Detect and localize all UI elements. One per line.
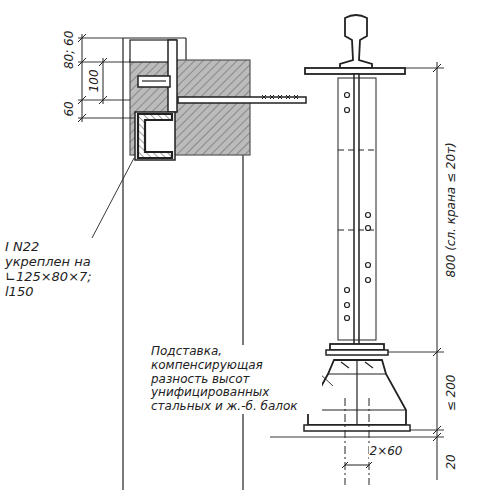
beam-web xyxy=(354,74,359,346)
stiffener-plate xyxy=(338,78,376,340)
column-edge xyxy=(122,38,123,490)
top-flange xyxy=(305,68,405,74)
dimension-text: 60 xyxy=(63,100,77,117)
bolt-slot xyxy=(138,76,170,87)
base-plate xyxy=(304,425,410,431)
dimension-text: 100 xyxy=(87,69,101,94)
bottom-flange xyxy=(330,344,384,350)
column-top xyxy=(123,37,186,38)
beam-note: I N22 укреплен на ∟125×80×7; l150 xyxy=(4,240,106,300)
dimension-text: 800 (сл. крана ≤ 20т) xyxy=(445,141,459,278)
column-face xyxy=(242,155,243,490)
leader-line xyxy=(92,158,134,238)
dimension-text: ≤ 200 xyxy=(445,374,459,413)
support-block xyxy=(308,360,406,425)
rail xyxy=(340,15,372,68)
dimension-text: 2×60 xyxy=(369,445,404,459)
dimension-text: 80; 60 xyxy=(63,30,77,70)
dimension-text: 20 xyxy=(445,453,459,470)
i-beam-section xyxy=(135,112,175,160)
support-note: Подставка, компенсирующая разность высот… xyxy=(150,345,322,414)
